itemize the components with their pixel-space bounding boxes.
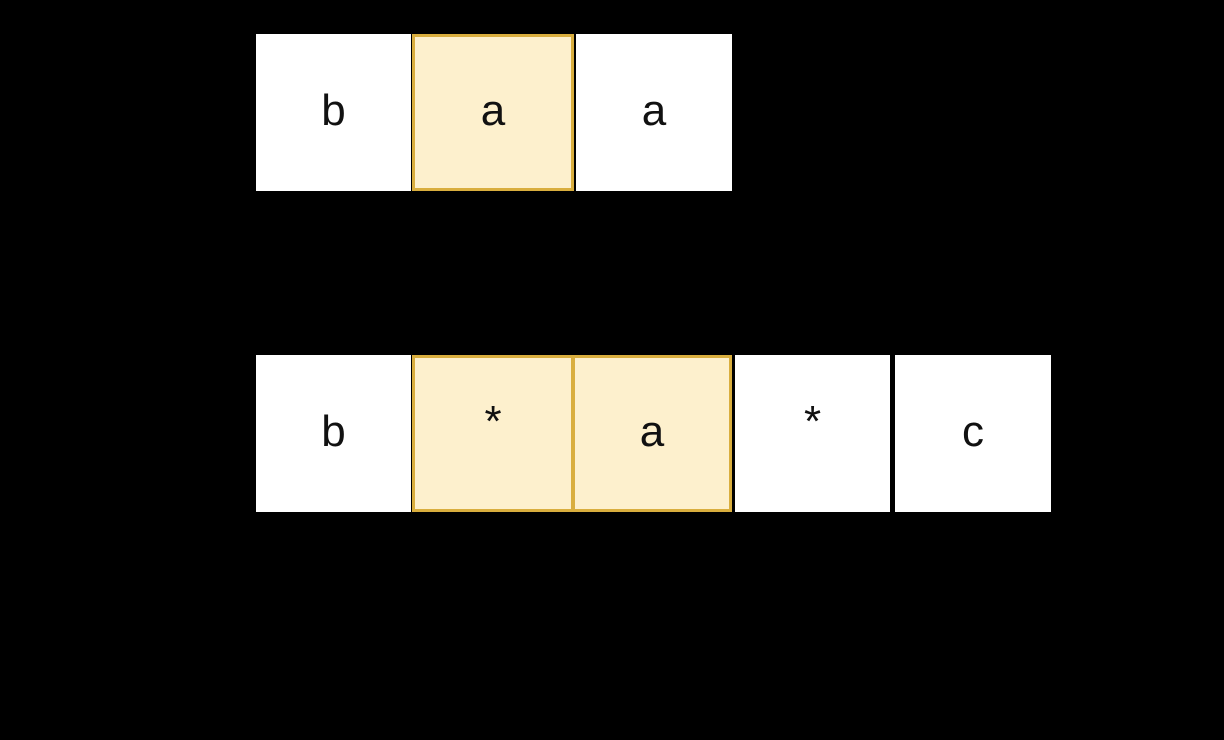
pattern-row-cell-1[interactable]: * xyxy=(412,355,573,512)
text-row-cell-1[interactable]: a xyxy=(412,34,574,191)
pattern-row-cell-4[interactable]: c xyxy=(895,355,1051,512)
cell-label: b xyxy=(321,85,346,135)
cell-label: * xyxy=(484,396,502,446)
cell-label: a xyxy=(639,406,665,456)
cell-label: c xyxy=(962,406,984,456)
text-row-cell-2[interactable]: a xyxy=(576,34,732,191)
pattern-row: b * a * c xyxy=(0,355,1224,512)
pattern-row-cell-2[interactable]: a xyxy=(573,355,732,512)
cell-label: a xyxy=(641,85,667,135)
pattern-row-cell-3[interactable]: * xyxy=(735,355,890,512)
text-row-cell-0[interactable]: b xyxy=(256,34,411,191)
cell-label: * xyxy=(803,396,822,446)
cell-label: a xyxy=(480,85,506,135)
pattern-row-cell-0[interactable]: b xyxy=(256,355,411,512)
cell-label: b xyxy=(321,406,346,456)
